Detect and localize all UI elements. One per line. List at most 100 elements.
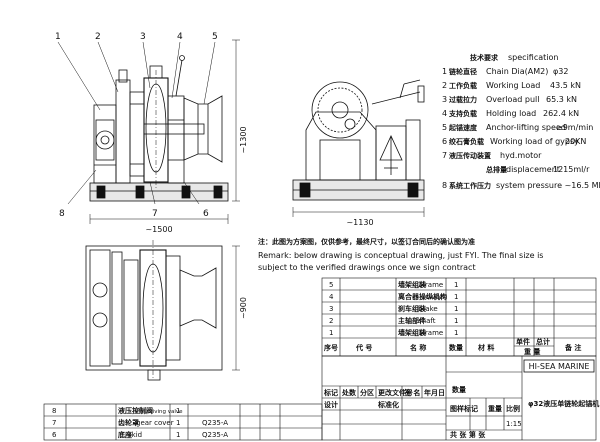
spec-val-6: 20KN — [565, 137, 586, 146]
label-design: 设计 — [324, 400, 338, 409]
part-8-num: 8 — [52, 407, 56, 415]
spec-displacement-cn: 总排量 — [486, 165, 507, 174]
header-material: 材 料 — [477, 343, 494, 352]
spec-cn-6: 绞石膏负载 — [449, 137, 484, 146]
dim-width-side: ~1130 — [346, 218, 373, 227]
spec-num-6: 6 — [442, 137, 447, 146]
drawing-title: φ32液压单链轮起锚机 — [528, 399, 599, 408]
spec-cn-7: 液压传动装置 — [449, 151, 491, 160]
remark-en-2: subject to the verified drawings once we… — [258, 263, 476, 272]
spec-val-1: φ32 — [553, 67, 568, 76]
part-5-cn: 墙架组装 — [398, 280, 426, 289]
spec-displacement-en: displacement — [506, 165, 560, 174]
part-5-qty: 1 — [454, 281, 458, 289]
part-2-en: shaft — [418, 317, 436, 325]
part-6-num: 6 — [52, 431, 57, 439]
spec-cn-4: 支持负载 — [448, 109, 477, 118]
part-1-en: 1frame — [418, 329, 443, 337]
part-6-mat: Q235-A — [202, 431, 228, 439]
callout-6: 6 — [203, 209, 209, 219]
part-5-en: 2frame — [418, 281, 443, 289]
parts-list-left-text: 8 液压控制阀 hyd.driving valve 1 7 齿轮罩 gear c… — [52, 406, 228, 439]
part-3-qty: 1 — [454, 305, 458, 313]
part-8-qty: 1 — [176, 407, 180, 415]
callout-3: 3 — [140, 32, 146, 42]
spec-cn-8: 系统工作压力 — [449, 181, 491, 190]
spec-val-5: ≥9m/min — [556, 123, 593, 132]
part-2-num: 2 — [329, 317, 333, 325]
spec-en-1: Chain Dia(AM2) — [486, 67, 548, 76]
spec-num-7: 7 — [442, 151, 447, 160]
spec-num-3: 3 — [442, 95, 447, 104]
part-7-en: gear cover — [136, 419, 174, 427]
header-name: 名 称 — [410, 343, 426, 352]
dim-width-front: ~1500 — [145, 225, 172, 234]
top-view — [85, 240, 240, 381]
spec-cn-2: 工作负载 — [449, 81, 477, 90]
header-code: 代 号 — [355, 343, 372, 352]
part-1-cn: 墙架组装 — [398, 328, 426, 337]
title-block — [321, 355, 597, 441]
spec-displacement-val: 1215ml/r — [553, 165, 590, 174]
part-4-qty: 1 — [454, 293, 458, 301]
header-weight: 重 量 — [524, 347, 540, 356]
part-2-qty: 1 — [454, 317, 458, 325]
spec-val-2: 43.5 kN — [550, 81, 581, 90]
remark: 注：此图为方案图，仅供参考，最终尺寸，以签订合同后的确认图为准 Remark: … — [258, 237, 543, 272]
part-8-en: hyd.driving valve — [135, 409, 183, 415]
spec-en-8: system pressure ~16.5 MPa — [496, 181, 600, 190]
spec-header-cn: 技术要求 — [470, 53, 499, 62]
spec-en-2: Working Load — [486, 81, 540, 90]
title-block-text: HI-SEA MARINE φ32液压单链轮起锚机 标记 处数 分区 更改文件号… — [323, 362, 599, 439]
spec-en-6: Working load of gypsy — [490, 137, 579, 146]
part-5-num: 5 — [329, 281, 333, 289]
spec-cn-1: 链轮直径 — [448, 67, 477, 76]
label-standard: 标准化 — [377, 400, 399, 409]
part-3-cn: 刹车组装 — [398, 304, 426, 313]
spec-val-3: 65.3 kN — [546, 95, 577, 104]
header-seq: 序号 — [323, 343, 338, 352]
spec-header-en: specification — [508, 53, 558, 62]
spec-cn-5: 起锚速度 — [448, 123, 478, 132]
spec-num-4: 4 — [442, 109, 447, 118]
part-1-qty: 1 — [454, 329, 458, 337]
parts-list-text: 5 墙架组装 2frame 1 4 离合器操纵机构 clutch 1 3 刹车组… — [323, 280, 581, 356]
part-4-cn: 离合器操纵机构 — [398, 292, 447, 301]
part-7-mat: Q235-A — [202, 419, 228, 427]
remark-cn: 注：此图为方案图，仅供参考，最终尺寸，以签订合同后的确认图为准 — [258, 237, 475, 246]
label-change-doc: 更改文件号 — [378, 388, 413, 397]
part-2-cn: 主轴部件 — [398, 316, 426, 325]
scale-value: 1:15 — [506, 420, 522, 428]
callout-2: 2 — [95, 32, 101, 42]
spec-en-7: hyd.motor — [500, 151, 542, 160]
callout-5: 5 — [212, 32, 218, 42]
part-3-num: 3 — [329, 305, 333, 313]
specification: 技术要求 specification 1 链轮直径 Chain Dia(AM2)… — [442, 53, 600, 190]
header-remark: 备 注 — [564, 343, 581, 352]
front-view-callouts: 1 2 3 4 5 6 7 8 ~1300 ~1500 — [55, 32, 248, 234]
header-total: 总计 — [536, 337, 550, 346]
spec-num-8: 8 — [442, 181, 447, 190]
label-stage: 图样标记 — [450, 404, 478, 413]
part-7-num: 7 — [52, 419, 56, 427]
company-name: HI-SEA MARINE — [529, 362, 590, 371]
part-6-qty: 1 — [176, 431, 180, 439]
callout-7: 7 — [152, 209, 158, 219]
spec-en-5: Anchor-lifting speed — [486, 123, 566, 132]
label-weight: 重量 — [488, 404, 502, 413]
label-count: 处数 — [341, 388, 357, 397]
callout-4: 4 — [177, 32, 183, 42]
part-6-en: skid — [128, 431, 142, 439]
part-7-qty: 1 — [176, 419, 180, 427]
sheet-label: 共 张 第 张 — [450, 430, 486, 439]
part-3-en: brake — [418, 305, 438, 313]
part-4-num: 4 — [329, 293, 334, 301]
label-scale: 比例 — [506, 404, 520, 413]
spec-num-2: 2 — [442, 81, 447, 90]
spec-en-3: Overload pull — [486, 95, 539, 104]
spec-en-4: Holding load — [486, 109, 536, 118]
callout-1: 1 — [55, 32, 61, 42]
label-zone: 分区 — [360, 388, 374, 397]
part-1-num: 1 — [329, 329, 333, 337]
